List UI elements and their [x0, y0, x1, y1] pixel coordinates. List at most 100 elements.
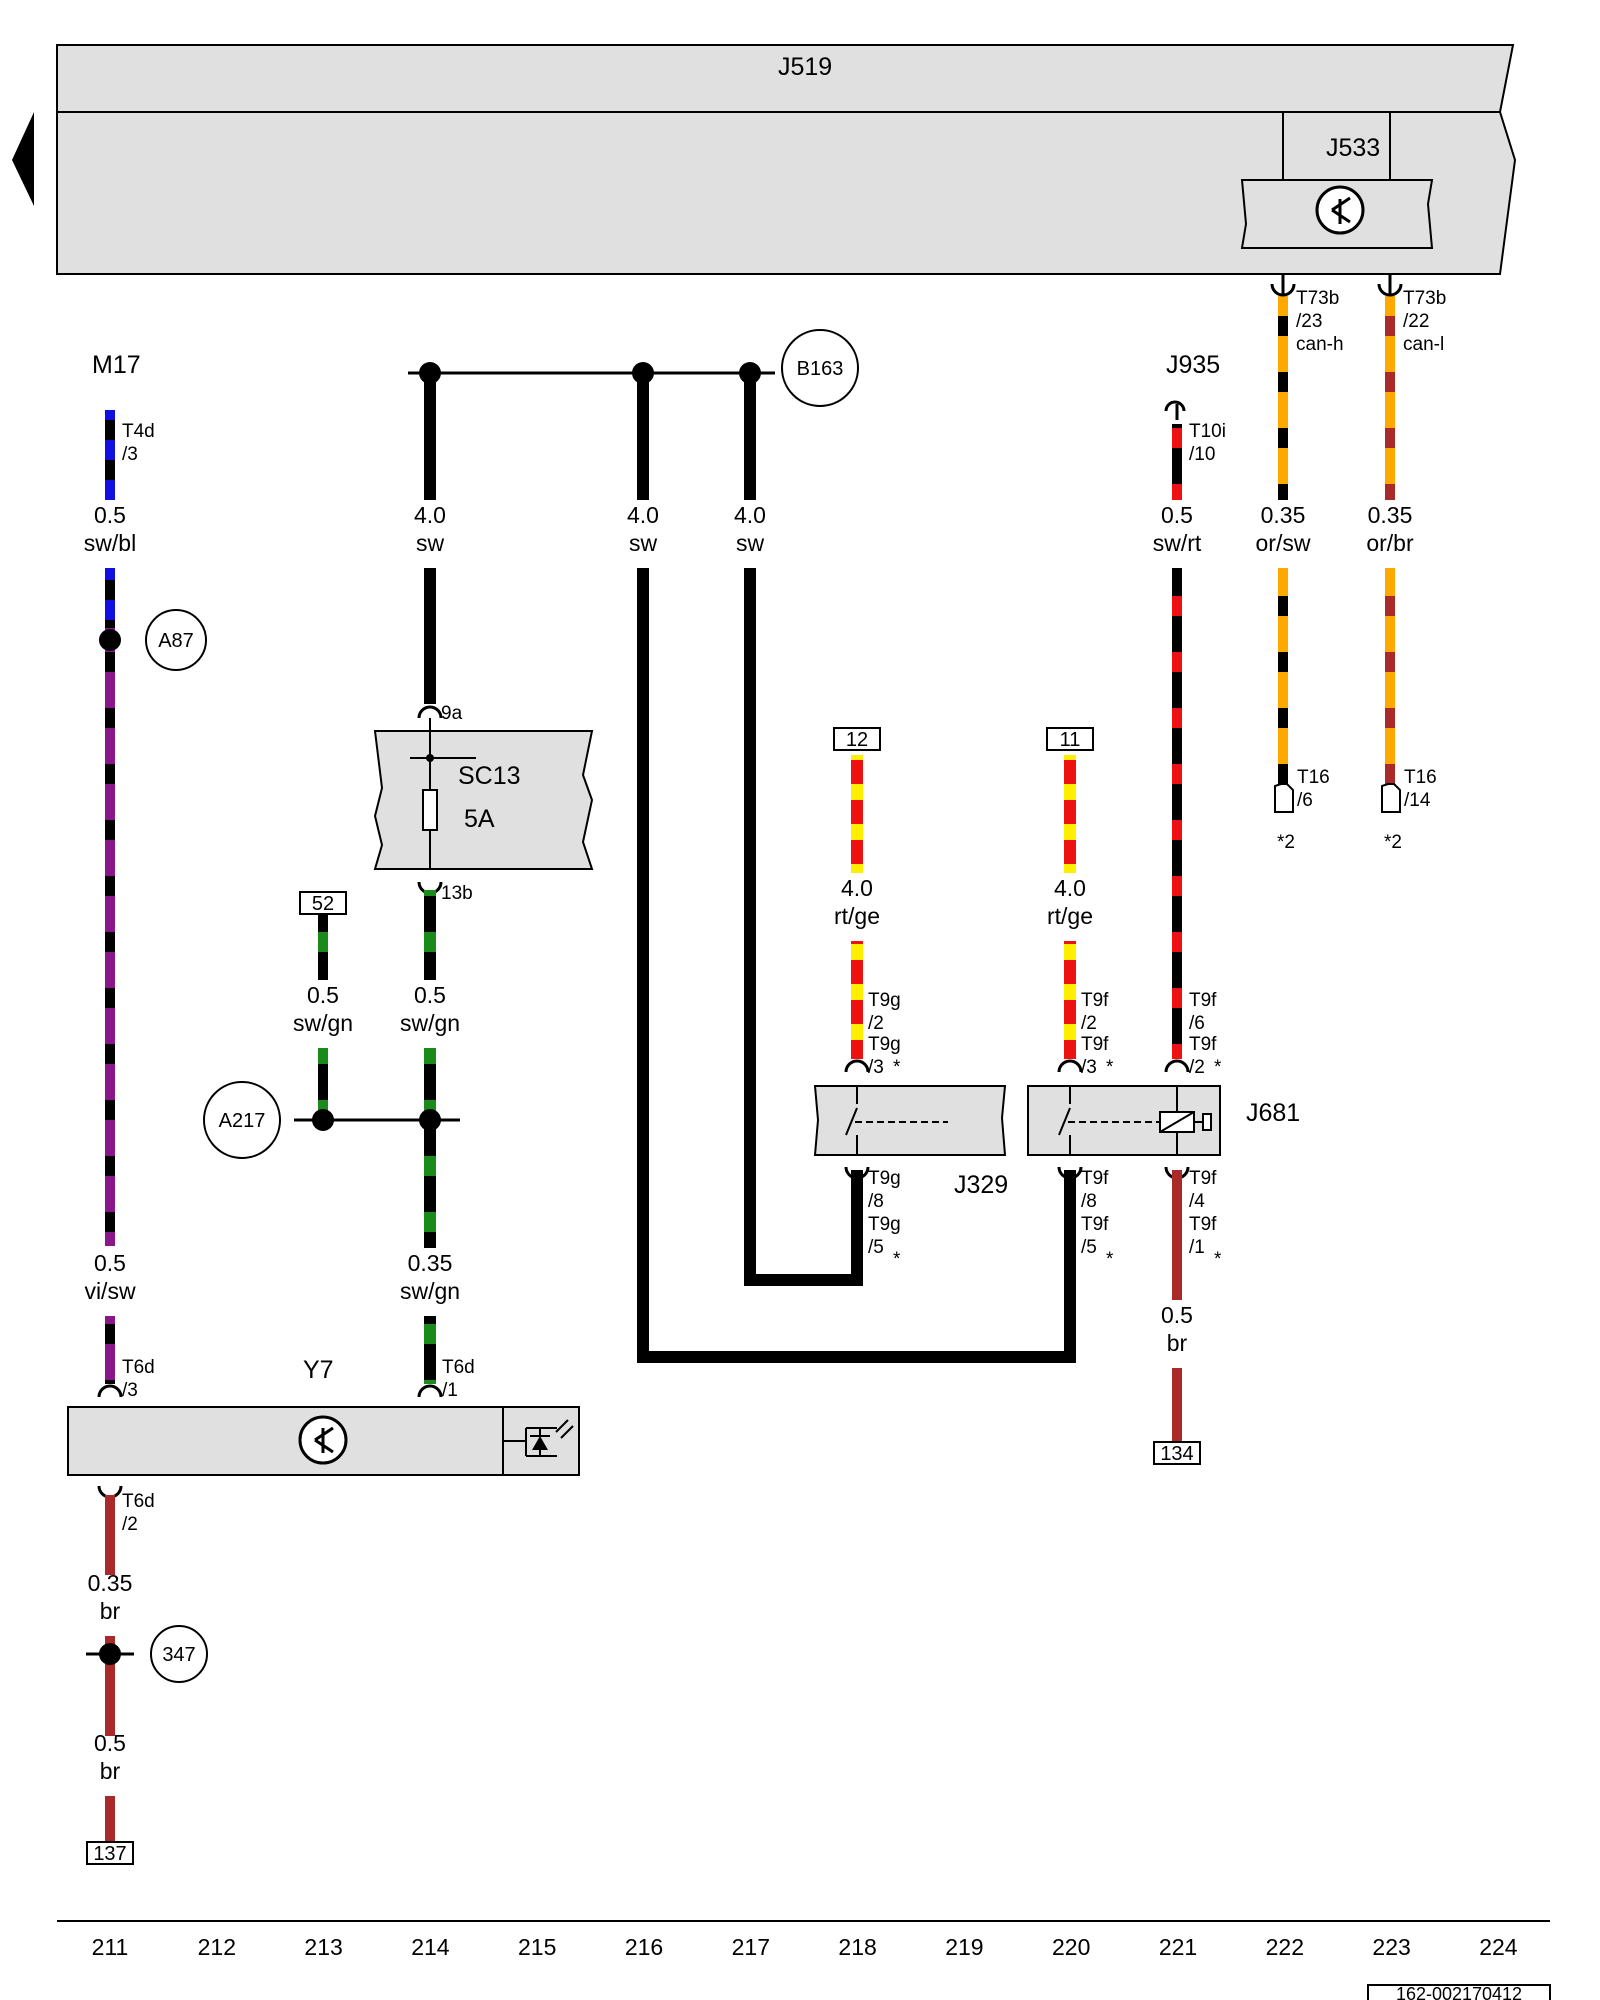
pin-label: T73b: [1296, 288, 1339, 309]
column-number: 216: [625, 1934, 663, 1960]
pin-label: /1: [1189, 1237, 1205, 1258]
j681-label: J681: [1246, 1099, 1300, 1127]
column-number: 212: [198, 1934, 236, 1960]
pin-label: T10i: [1189, 421, 1226, 442]
wire-b163-j329-route: [744, 568, 863, 1286]
wire-m17-upper: [105, 410, 115, 500]
pin-label: T6d: [122, 1491, 155, 1512]
wire-color: br: [1167, 1330, 1188, 1356]
reference-label: 11: [1060, 729, 1081, 751]
wire-gauge: 0.35: [88, 1570, 133, 1596]
wire-gauge: 0.5: [94, 1730, 126, 1756]
wire-gauge: 4.0: [627, 502, 659, 528]
reference-137: [86, 1841, 134, 1865]
pin-label: T9f: [1081, 1034, 1109, 1055]
diagnostic-connector-t16-14: [1381, 783, 1401, 813]
wire-color: rt/ge: [1047, 903, 1093, 929]
wire-can-h-lower: [1278, 568, 1288, 786]
footnote-marker: *: [1214, 1057, 1222, 1078]
column-number: 211: [92, 1934, 129, 1960]
pin-label: can-h: [1296, 334, 1344, 355]
reference-label: 134: [1160, 1443, 1193, 1465]
wire-color: br: [100, 1598, 121, 1624]
y7-mirror: [67, 1406, 504, 1476]
junction-dot: [419, 1109, 441, 1131]
wire-ref52: [318, 914, 328, 980]
column-number: 218: [838, 1934, 876, 1960]
pin-label: /6: [1297, 790, 1313, 811]
wire-color: sw: [416, 530, 445, 556]
wire-color: or/br: [1366, 530, 1414, 556]
j533-control-unit-icon: [1315, 185, 1365, 235]
pin-label: /3: [868, 1057, 884, 1078]
pin-label: /4: [1189, 1191, 1205, 1212]
connection-point-b163: [781, 329, 859, 407]
fuse-icon: [422, 789, 438, 831]
footnote-marker: *2: [1384, 832, 1402, 853]
wire-gauge: 0.5: [94, 1250, 126, 1276]
footnote-marker: *: [1106, 1057, 1114, 1078]
pin-label: /2: [122, 1514, 138, 1535]
wire-color: sw: [736, 530, 765, 556]
sc13-label: SC13: [458, 762, 521, 790]
wire-color: sw/gn: [293, 1010, 353, 1036]
relay-switch: [1058, 1107, 1071, 1136]
wire-b163-sc13-lower: [424, 568, 436, 704]
page-back-arrow[interactable]: [12, 112, 34, 206]
wire-can-h-upper: [1278, 296, 1288, 500]
column-number: 213: [304, 1934, 342, 1960]
pin-label: /6: [1189, 1013, 1205, 1034]
wire-b163-j329: [744, 373, 756, 500]
wire-sc13-a217: [424, 1048, 436, 1248]
pin-label: /2: [1189, 1057, 1205, 1078]
wire-j935-lower: [1172, 568, 1182, 1059]
footnote-marker: *: [1214, 1249, 1222, 1270]
wire-ref11: [1064, 755, 1076, 873]
footnote-marker: *: [1106, 1249, 1114, 1270]
column-number: 223: [1372, 1934, 1410, 1960]
pin-label: T9f: [1081, 990, 1109, 1011]
footnote-marker: *2: [1277, 832, 1295, 853]
wire-y7-ground-lower: [105, 1796, 115, 1842]
wire-color: br: [100, 1758, 121, 1784]
wire-b163-sc13: [424, 373, 436, 500]
wire-can-l-lower: [1385, 568, 1395, 786]
wire-m17-violet: [105, 628, 115, 1246]
junction-dot: [312, 1109, 334, 1131]
column-number: 214: [411, 1934, 450, 1960]
fuse-rating: 5A: [464, 805, 495, 833]
wire-b163-j681-route: [637, 568, 1076, 1363]
pin-label: /1: [442, 1380, 458, 1401]
pin-label: T6d: [442, 1357, 475, 1378]
wire-gauge: 4.0: [841, 875, 873, 901]
pin-label: T9f: [1081, 1168, 1109, 1189]
column-number: 217: [732, 1934, 770, 1960]
wire-gauge: 0.5: [307, 982, 339, 1008]
document-id-box: [1367, 1984, 1551, 2000]
wire-m17-y7: [105, 1316, 115, 1384]
pin-label: T9f: [1189, 1214, 1217, 1235]
wire-gauge: 4.0: [414, 502, 446, 528]
wire-gauge: 0.35: [408, 1250, 453, 1276]
wire-color: sw/bl: [84, 530, 136, 556]
pin-label: /5: [868, 1237, 884, 1258]
photodiode-icon: [503, 1419, 574, 1457]
pin-label: T9f: [1189, 990, 1217, 1011]
pin-label: /23: [1296, 311, 1322, 332]
pin-label: /2: [868, 1013, 884, 1034]
pin-label: /14: [1404, 790, 1431, 811]
wire-sc13-out: [424, 890, 436, 980]
j519-label: J519: [778, 53, 832, 81]
pin-label: T6d: [122, 1357, 155, 1378]
pin-label: T9g: [868, 1034, 901, 1055]
wire-gauge: 0.5: [94, 502, 126, 528]
j519-housing-lower: [56, 111, 1517, 275]
pin-label: can-l: [1403, 334, 1444, 355]
wire-gauge: 0.35: [1261, 502, 1306, 528]
wire-y7-ground-mid: [105, 1636, 115, 1736]
pin-label: 13b: [441, 883, 473, 904]
pin-label: /22: [1403, 311, 1429, 332]
pin-label: /8: [868, 1191, 884, 1212]
connection-point-label: A87: [158, 630, 194, 652]
